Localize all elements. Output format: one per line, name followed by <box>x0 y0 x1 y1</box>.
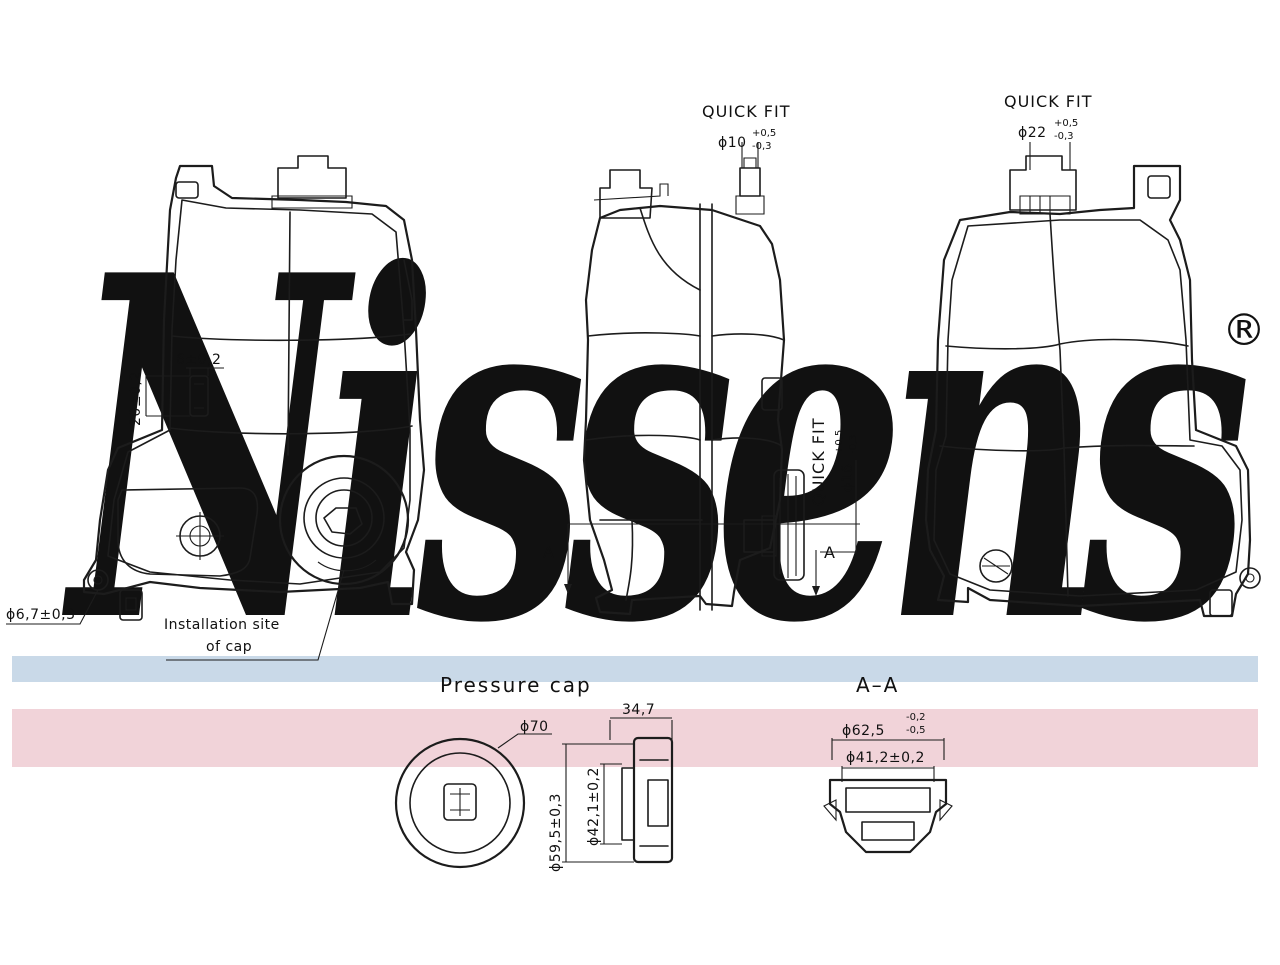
middle-tank-view: QUICK FIT ϕ10 +0,5 -0,3 A A QUICK FIT ϕ1… <box>543 102 860 616</box>
section-dim-outer-tol-down: -0,5 <box>906 725 926 736</box>
pressure-cap-detail: Pressure cap ϕ70 34,7 ϕ59,5±0,3 ϕ42,1±0,… <box>394 673 674 872</box>
section-dim-inner: ϕ41,2±0,2 <box>846 750 925 766</box>
left-tank-view: 6±0,2 20±0,2 ϕ6,7±0,3 Installation site … <box>6 155 426 661</box>
section-dim-outer: ϕ62,5 <box>842 723 885 739</box>
watermark-logo: Nissens <box>61 174 1247 726</box>
mid-dim-top-tol-down: -0,3 <box>752 141 772 152</box>
right-dim-tol-up: +0,5 <box>1054 118 1078 129</box>
left-dim-width: 6±0,2 <box>176 352 221 368</box>
cap-dim-inner: ϕ42,1±0,2 <box>586 767 602 846</box>
right-tank-view: QUICK FIT ϕ22 +0,5 -0,3 <box>924 92 1261 618</box>
left-dim-height: 20±0,2 <box>128 371 144 426</box>
section-dim-outer-tol-up: -0,2 <box>906 712 926 723</box>
mid-quick-fit-side: QUICK FIT <box>809 418 828 506</box>
right-dim: ϕ22 <box>1018 125 1047 141</box>
cap-site-label-line2: of cap <box>206 639 252 655</box>
mid-quick-fit-top: QUICK FIT <box>702 102 790 121</box>
right-quick-fit: QUICK FIT <box>1004 92 1092 111</box>
mid-dim-top: ϕ10 <box>718 135 747 151</box>
section-marker-left: A <box>543 543 555 562</box>
pressure-cap-title: Pressure cap <box>440 673 592 697</box>
section-marker-right: A <box>824 543 836 562</box>
mid-dim-top-tol-up: +0,5 <box>752 128 776 139</box>
cap-dim-diameter: ϕ70 <box>520 719 549 735</box>
left-dim-hole: ϕ6,7±0,3 <box>6 607 76 623</box>
mid-dim-side: ϕ16 <box>840 463 856 492</box>
brand-watermark: Nissens ® <box>12 174 1280 767</box>
section-aa-detail: A–A ϕ62,5 -0,2 -0,5 ϕ41,2±0,2 <box>823 673 953 854</box>
registered-mark: ® <box>1222 305 1266 356</box>
cap-dim-outer: ϕ59,5±0,3 <box>548 793 564 872</box>
cap-dim-height: 34,7 <box>622 702 655 718</box>
mid-dim-side-tol-down: -0,3 <box>848 434 859 454</box>
right-dim-tol-down: -0,3 <box>1054 131 1074 142</box>
cap-site-label-line1: Installation site <box>164 617 280 633</box>
mid-dim-side-tol-up: +0,5 <box>834 430 845 454</box>
section-aa-title: A–A <box>856 673 899 697</box>
